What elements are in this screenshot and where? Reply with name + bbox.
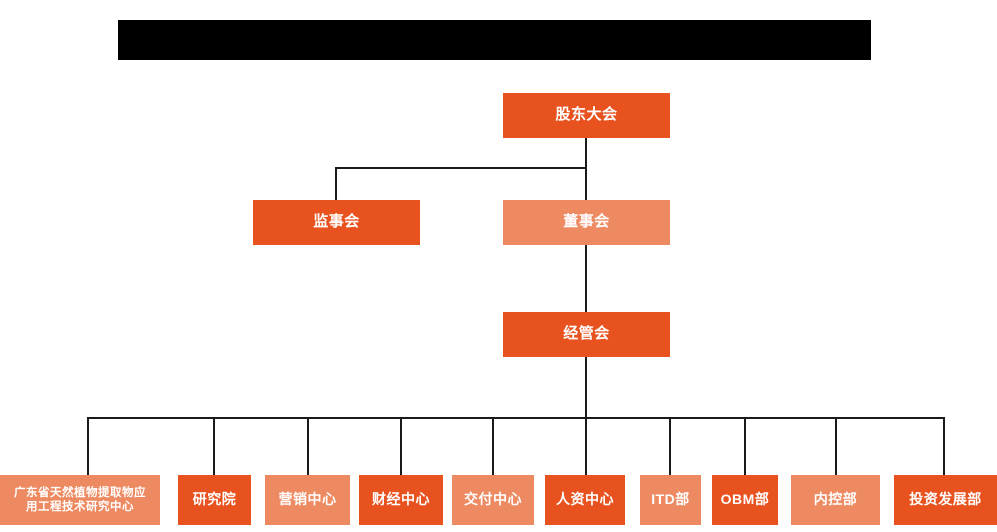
node-department-institute[interactable]: 研究院 xyxy=(178,475,251,525)
connector-drop-dept-9 xyxy=(943,417,945,475)
node-board-of-supervisors[interactable]: 监事会 xyxy=(253,200,420,245)
connector-drop-dept-1 xyxy=(213,417,215,475)
connector-drop-dept-2 xyxy=(307,417,309,475)
node-department-finance-label: 财经中心 xyxy=(372,491,430,508)
connector-bus-departments xyxy=(87,417,944,419)
connector-drop-dept-0 xyxy=(87,417,89,475)
connector-drop-dept-5 xyxy=(585,417,587,475)
node-management-committee[interactable]: 经管会 xyxy=(503,312,670,357)
node-department-research-center-label: 广东省天然植物提取物应 用工程技术研究中心 xyxy=(14,486,146,513)
connector-drop-dept-7 xyxy=(744,417,746,475)
node-department-marketing[interactable]: 营销中心 xyxy=(265,475,350,525)
node-department-institute-label: 研究院 xyxy=(192,491,237,508)
connector-management-down xyxy=(585,357,587,419)
node-department-investment-development-label: 投资发展部 xyxy=(909,491,982,508)
connector-drop-dept-8 xyxy=(835,417,837,475)
node-department-obm[interactable]: OBM部 xyxy=(712,475,778,525)
node-department-human-resources[interactable]: 人资中心 xyxy=(545,475,625,525)
connector-drop-directors xyxy=(585,167,587,201)
node-department-finance[interactable]: 财经中心 xyxy=(359,475,443,525)
node-department-delivery[interactable]: 交付中心 xyxy=(452,475,534,525)
node-shareholders-meeting-label: 股东大会 xyxy=(555,106,618,124)
node-department-marketing-label: 营销中心 xyxy=(278,491,337,508)
node-department-research-center[interactable]: 广东省天然植物提取物应 用工程技术研究中心 xyxy=(0,475,160,525)
node-board-of-directors[interactable]: 董事会 xyxy=(503,200,670,245)
connector-drop-dept-6 xyxy=(669,417,671,475)
node-board-of-supervisors-label: 监事会 xyxy=(313,213,360,231)
connector-bus-row2 xyxy=(335,167,587,169)
node-department-obm-label: OBM部 xyxy=(720,491,770,508)
connector-shareholders-down xyxy=(585,138,587,169)
node-department-human-resources-label: 人资中心 xyxy=(556,491,614,508)
node-department-internal-control[interactable]: 内控部 xyxy=(791,475,880,525)
node-department-itd[interactable]: ITD部 xyxy=(640,475,701,525)
connector-drop-dept-3 xyxy=(400,417,402,475)
node-board-of-directors-label: 董事会 xyxy=(563,213,610,231)
connector-drop-supervisors xyxy=(335,167,337,201)
connector-directors-management xyxy=(585,245,587,313)
node-department-itd-label: ITD部 xyxy=(651,491,690,508)
node-department-investment-development[interactable]: 投资发展部 xyxy=(894,475,997,525)
node-management-committee-label: 经管会 xyxy=(563,325,610,343)
redacted-title-bar xyxy=(118,20,871,60)
node-department-internal-control-label: 内控部 xyxy=(813,491,858,508)
node-department-delivery-label: 交付中心 xyxy=(464,491,522,508)
node-shareholders-meeting[interactable]: 股东大会 xyxy=(503,93,670,138)
connector-drop-dept-4 xyxy=(492,417,494,475)
